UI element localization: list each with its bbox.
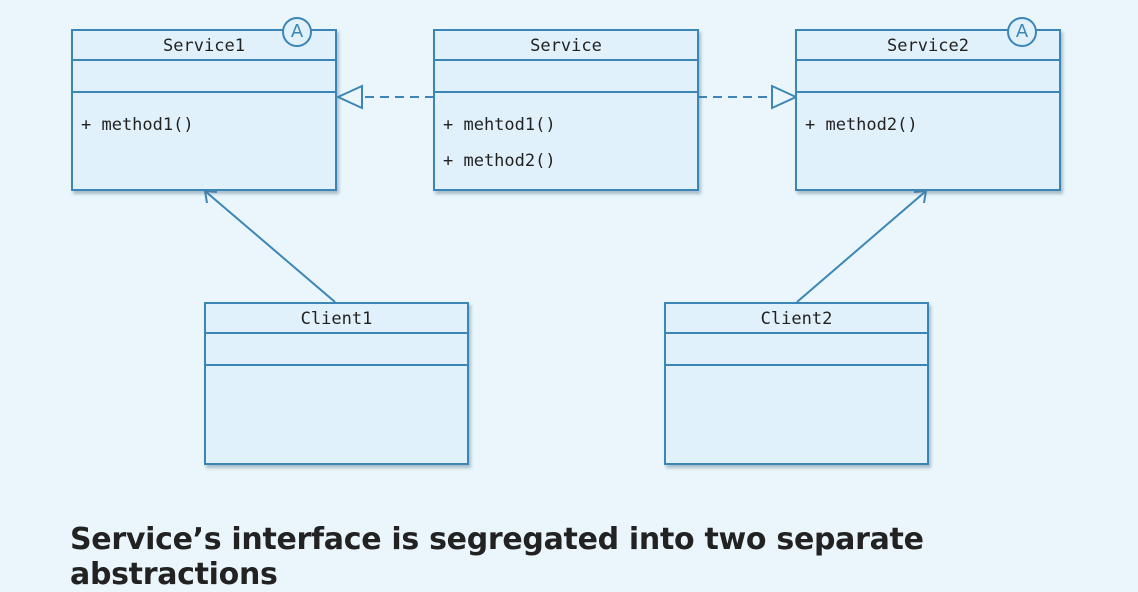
class-service1-name: Service1 [73,31,335,61]
class-client1-name: Client1 [206,304,467,334]
class-service1: Service1 + method1() [71,29,337,191]
class-client1: Client1 [204,302,469,465]
abstract-badge-icon: A [1007,17,1037,47]
class-client2-name: Client2 [666,304,927,334]
association-line-client2 [796,190,927,303]
method-item: + method2() [805,115,918,135]
association-line-client1 [204,190,336,303]
class-service1-attributes [73,61,335,93]
class-client2-attributes [666,334,927,366]
connectors-layer [203,84,928,303]
association-arrowhead-client1 [203,189,218,204]
class-service-methods: + mehtod1() + method2() [435,93,697,179]
class-service2: Service2 + method2() [795,29,1061,191]
class-client1-attributes [206,334,467,366]
method-item: + mehtod1() [443,115,556,135]
class-service: Service + mehtod1() + method2() [433,29,699,191]
realization-arrowhead-service1 [335,84,363,110]
class-service-name: Service [435,31,697,61]
association-arrowhead-client2 [913,189,928,204]
class-service2-methods: + method2() [797,93,1059,143]
abstract-badge-icon: A [282,17,312,47]
class-service2-name: Service2 [797,31,1059,61]
diagram-caption: Service’s interface is segregated into t… [70,522,924,592]
class-service1-methods: + method1() [73,93,335,143]
method-item: + method1() [81,115,194,135]
class-service-attributes [435,61,697,93]
class-service2-attributes [797,61,1059,93]
class-client2: Client2 [664,302,929,465]
realization-arrowhead-service2 [771,84,799,110]
method-item: + method2() [443,151,556,171]
